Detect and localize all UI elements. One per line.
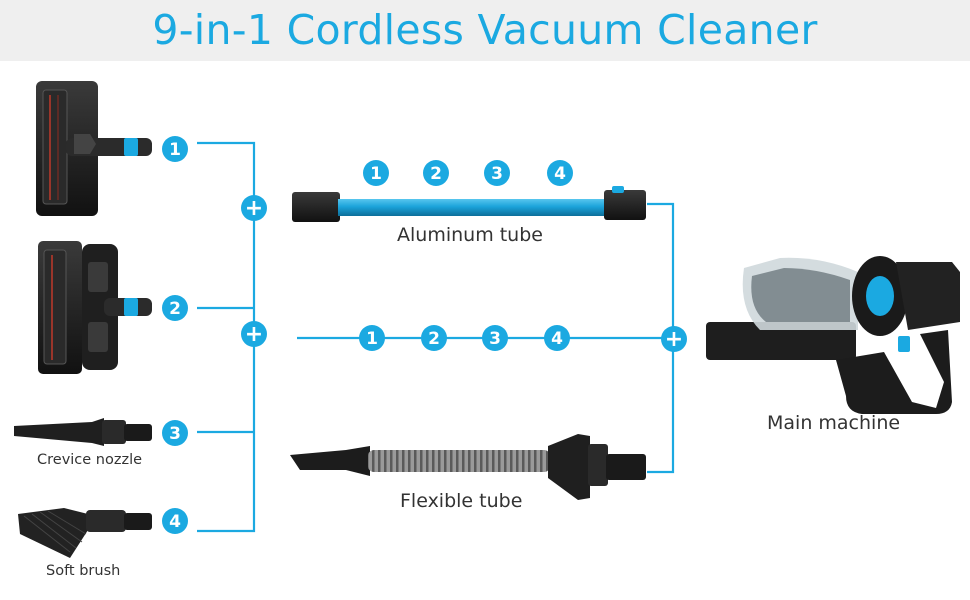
svg-text:+: + bbox=[665, 327, 683, 352]
direct-line-number-badge: 4 bbox=[544, 325, 570, 351]
head-4-number-badge: 4 bbox=[162, 508, 188, 534]
head-2-number-badge: 2 bbox=[162, 295, 188, 321]
aluminum-tube-icon bbox=[292, 186, 646, 222]
soft-brush-icon bbox=[18, 508, 152, 558]
plus-circle-icon: + bbox=[241, 195, 267, 221]
floor-brush-head-icon bbox=[36, 81, 152, 216]
svg-text:1: 1 bbox=[370, 164, 382, 184]
head-3-number-badge: 3 bbox=[162, 420, 188, 446]
svg-text:4: 4 bbox=[551, 329, 563, 349]
svg-text:2: 2 bbox=[169, 299, 181, 319]
svg-text:1: 1 bbox=[169, 140, 181, 160]
floor-brush-head-wide-icon bbox=[38, 241, 152, 374]
aluminum-tube-number-badge: 1 bbox=[363, 160, 389, 186]
svg-text:3: 3 bbox=[491, 164, 503, 184]
main-machine-label: Main machine bbox=[767, 412, 901, 434]
svg-text:4: 4 bbox=[169, 512, 181, 532]
soft-brush-label: Soft brush bbox=[46, 563, 121, 579]
title-bar bbox=[0, 0, 970, 61]
crevice-nozzle-label: Crevice nozzle bbox=[37, 452, 143, 468]
svg-text:1: 1 bbox=[366, 329, 378, 349]
head-1-number-badge: 1 bbox=[162, 136, 188, 162]
page-title: 9-in-1 Cordless Vacuum Cleaner bbox=[152, 6, 818, 54]
svg-text:2: 2 bbox=[428, 329, 440, 349]
crevice-nozzle-icon bbox=[14, 418, 152, 446]
svg-text:+: + bbox=[245, 322, 263, 347]
plus-circle-icon: + bbox=[241, 321, 267, 347]
main-machine-icon bbox=[706, 256, 960, 414]
aluminum-tube-number-badge: 2 bbox=[423, 160, 449, 186]
aluminum-tube-number-badge: 4 bbox=[547, 160, 573, 186]
svg-text:2: 2 bbox=[430, 164, 442, 184]
flexible-tube-label: Flexible tube bbox=[400, 490, 523, 512]
direct-line-number-badge: 2 bbox=[421, 325, 447, 351]
svg-text:3: 3 bbox=[489, 329, 501, 349]
aluminum-tube-number-badge: 3 bbox=[484, 160, 510, 186]
svg-text:+: + bbox=[245, 196, 263, 221]
direct-line-number-badge: 1 bbox=[359, 325, 385, 351]
direct-line-number-badge: 3 bbox=[482, 325, 508, 351]
plus-circle-icon: + bbox=[661, 326, 687, 352]
flexible-tube-icon bbox=[290, 434, 646, 500]
aluminum-tube-label: Aluminum tube bbox=[397, 224, 543, 246]
svg-text:3: 3 bbox=[169, 424, 181, 444]
svg-text:4: 4 bbox=[554, 164, 566, 184]
